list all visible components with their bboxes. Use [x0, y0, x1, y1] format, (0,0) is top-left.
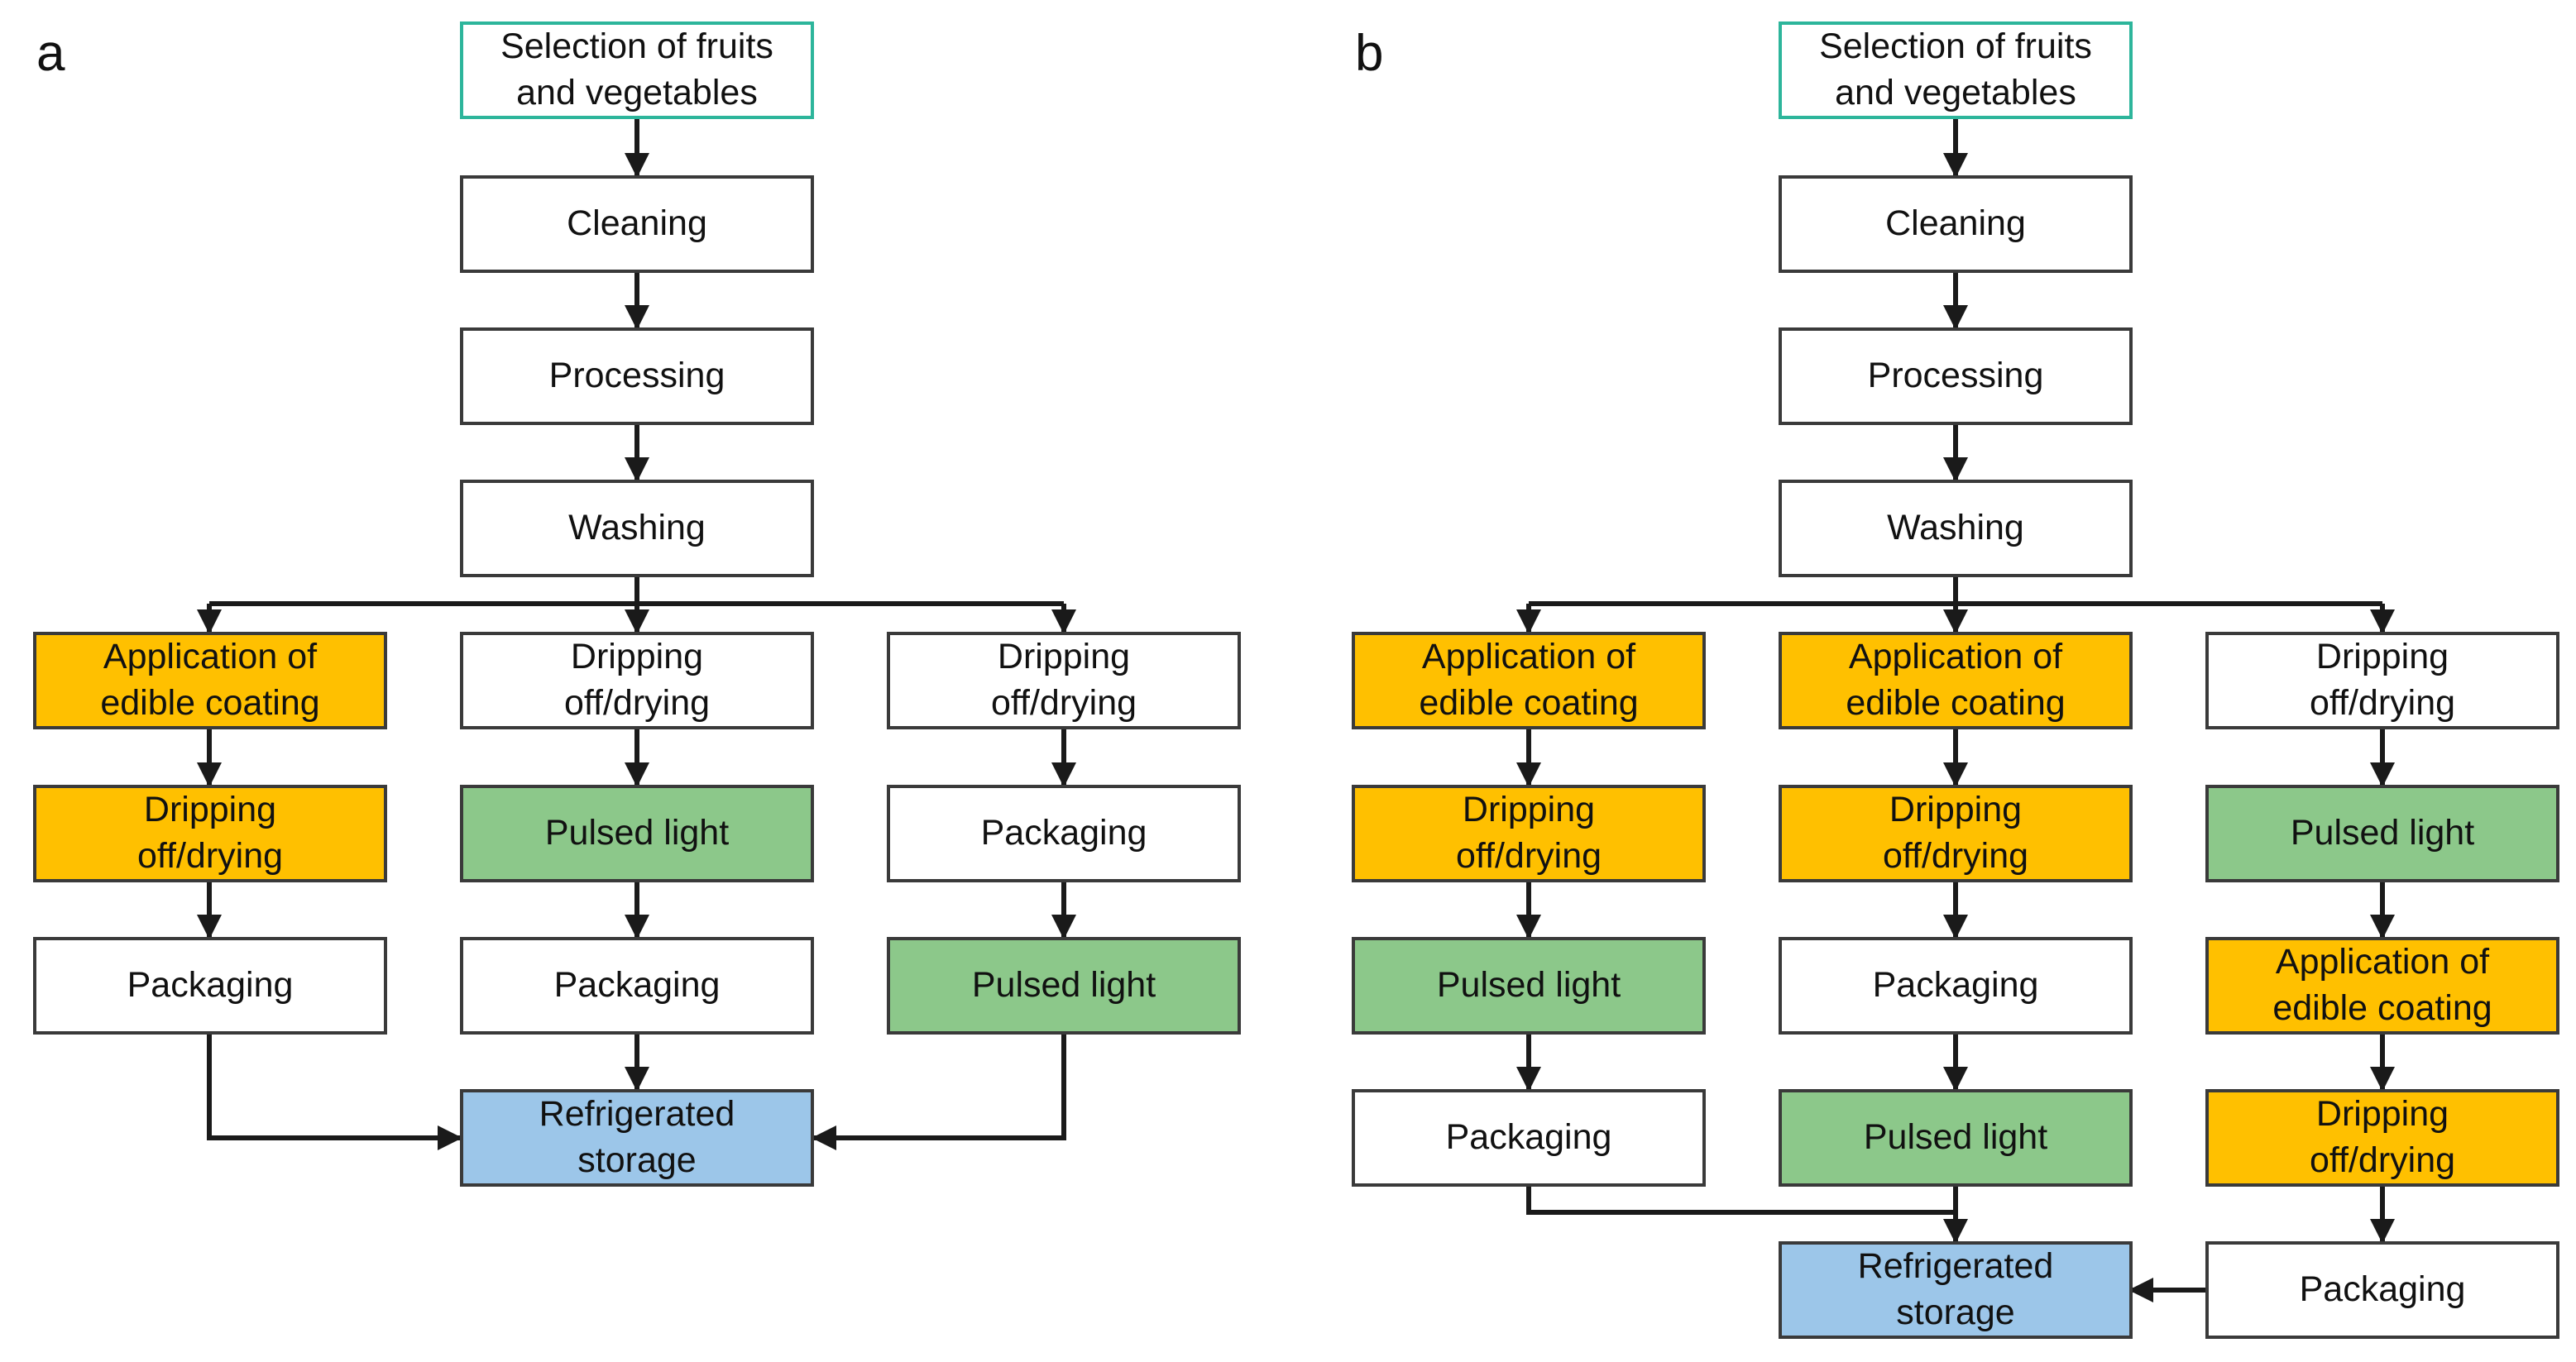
a-col1-drying-box: Dripping off/drying: [33, 785, 387, 882]
b-col1-coating-label: Application of edible coating: [1419, 637, 1639, 723]
a-processing-label: Processing: [548, 356, 725, 396]
line-b-col1-storage: [1526, 1187, 1956, 1215]
a-col3-drying-label: Dripping off/drying: [990, 637, 1137, 723]
a-processing-box: Processing: [460, 327, 814, 425]
b-cleaning-label: Cleaning: [1885, 203, 2026, 244]
b-col1-drying-label: Dripping off/drying: [1455, 790, 1602, 876]
a-selection-label: Selection of fruits and vegetables: [500, 26, 773, 112]
b-col3-packaging-box: Packaging: [2205, 1241, 2559, 1339]
a-col2-drying-label: Dripping off/drying: [563, 637, 711, 723]
b-col3-pulsed-light-box: Pulsed light: [2205, 785, 2559, 882]
arrow-a-col1-storage: [207, 1035, 462, 1150]
b-processing-label: Processing: [1867, 356, 2044, 396]
b-col2-coating-box: Application of edible coating: [1779, 632, 2133, 729]
a-col1-drying-label: Dripping off/drying: [136, 790, 284, 876]
a-col2-packaging-box: Packaging: [460, 937, 814, 1035]
b-storage-box: Refrigerated storage: [1779, 1241, 2133, 1339]
b-col3-drying2-box: Dripping off/drying: [2205, 1089, 2559, 1187]
b-col2-packaging-box: Packaging: [1779, 937, 2133, 1035]
a-storage-box: Refrigerated storage: [460, 1089, 814, 1187]
b-col3-drying-box: Dripping off/drying: [2205, 632, 2559, 729]
b-col2-pulsed-light-label: Pulsed light: [1863, 1117, 2048, 1158]
b-col3-drying2-label: Dripping off/drying: [2309, 1094, 2456, 1180]
a-col2-pulsed-light-box: Pulsed light: [460, 785, 814, 882]
b-col2-packaging-label: Packaging: [1872, 965, 2039, 1006]
a-cleaning-label: Cleaning: [567, 203, 707, 244]
a-washing-box: Washing: [460, 480, 814, 577]
b-col1-packaging-box: Packaging: [1352, 1089, 1706, 1187]
a-col2-drying-box: Dripping off/drying: [460, 632, 814, 729]
b-processing-box: Processing: [1779, 327, 2133, 425]
a-col1-coating-box: Application of edible coating: [33, 632, 387, 729]
b-col3-pulsed-light-label: Pulsed light: [2290, 813, 2475, 853]
b-cleaning-box: Cleaning: [1779, 175, 2133, 273]
b-washing-label: Washing: [1887, 508, 2024, 548]
b-selection-label: Selection of fruits and vegetables: [1819, 26, 2092, 112]
b-col1-pulsed-light-box: Pulsed light: [1352, 937, 1706, 1035]
b-col2-drying-box: Dripping off/drying: [1779, 785, 2133, 882]
a-selection-box: Selection of fruits and vegetables: [460, 22, 814, 119]
b-storage-label: Refrigerated storage: [1857, 1246, 2054, 1332]
b-col1-packaging-label: Packaging: [1445, 1117, 1612, 1158]
a-col3-pulsed-light-label: Pulsed light: [971, 965, 1156, 1006]
a-col3-packaging-label: Packaging: [980, 813, 1147, 853]
a-col3-pulsed-light-box: Pulsed light: [887, 937, 1241, 1035]
b-col3-drying-label: Dripping off/drying: [2309, 637, 2456, 723]
b-col1-pulsed-light-label: Pulsed light: [1436, 965, 1621, 1006]
b-selection-box: Selection of fruits and vegetables: [1779, 22, 2133, 119]
a-col1-packaging-label: Packaging: [127, 965, 294, 1006]
b-col3-coating-label: Application of edible coating: [2272, 942, 2492, 1028]
a-col3-packaging-box: Packaging: [887, 785, 1241, 882]
arrow-a-col3-storage: [812, 1035, 1066, 1150]
a-washing-label: Washing: [568, 508, 706, 548]
b-washing-box: Washing: [1779, 480, 2133, 577]
b-col3-packaging-label: Packaging: [2299, 1269, 2466, 1310]
panel-b-label: b: [1355, 25, 1384, 82]
b-col2-drying-label: Dripping off/drying: [1882, 790, 2029, 876]
panel-a-label: a: [36, 25, 65, 82]
a-col2-packaging-label: Packaging: [553, 965, 721, 1006]
a-cleaning-box: Cleaning: [460, 175, 814, 273]
a-storage-label: Refrigerated storage: [539, 1094, 735, 1180]
a-col3-drying-box: Dripping off/drying: [887, 632, 1241, 729]
b-col3-coating-box: Application of edible coating: [2205, 937, 2559, 1035]
a-col1-coating-label: Application of edible coating: [100, 637, 320, 723]
a-col1-packaging-box: Packaging: [33, 937, 387, 1035]
b-col2-pulsed-light-box: Pulsed light: [1779, 1089, 2133, 1187]
b-col1-drying-box: Dripping off/drying: [1352, 785, 1706, 882]
b-col1-coating-box: Application of edible coating: [1352, 632, 1706, 729]
a-col2-pulsed-light-label: Pulsed light: [544, 813, 730, 853]
b-col2-coating-label: Application of edible coating: [1846, 637, 2066, 723]
